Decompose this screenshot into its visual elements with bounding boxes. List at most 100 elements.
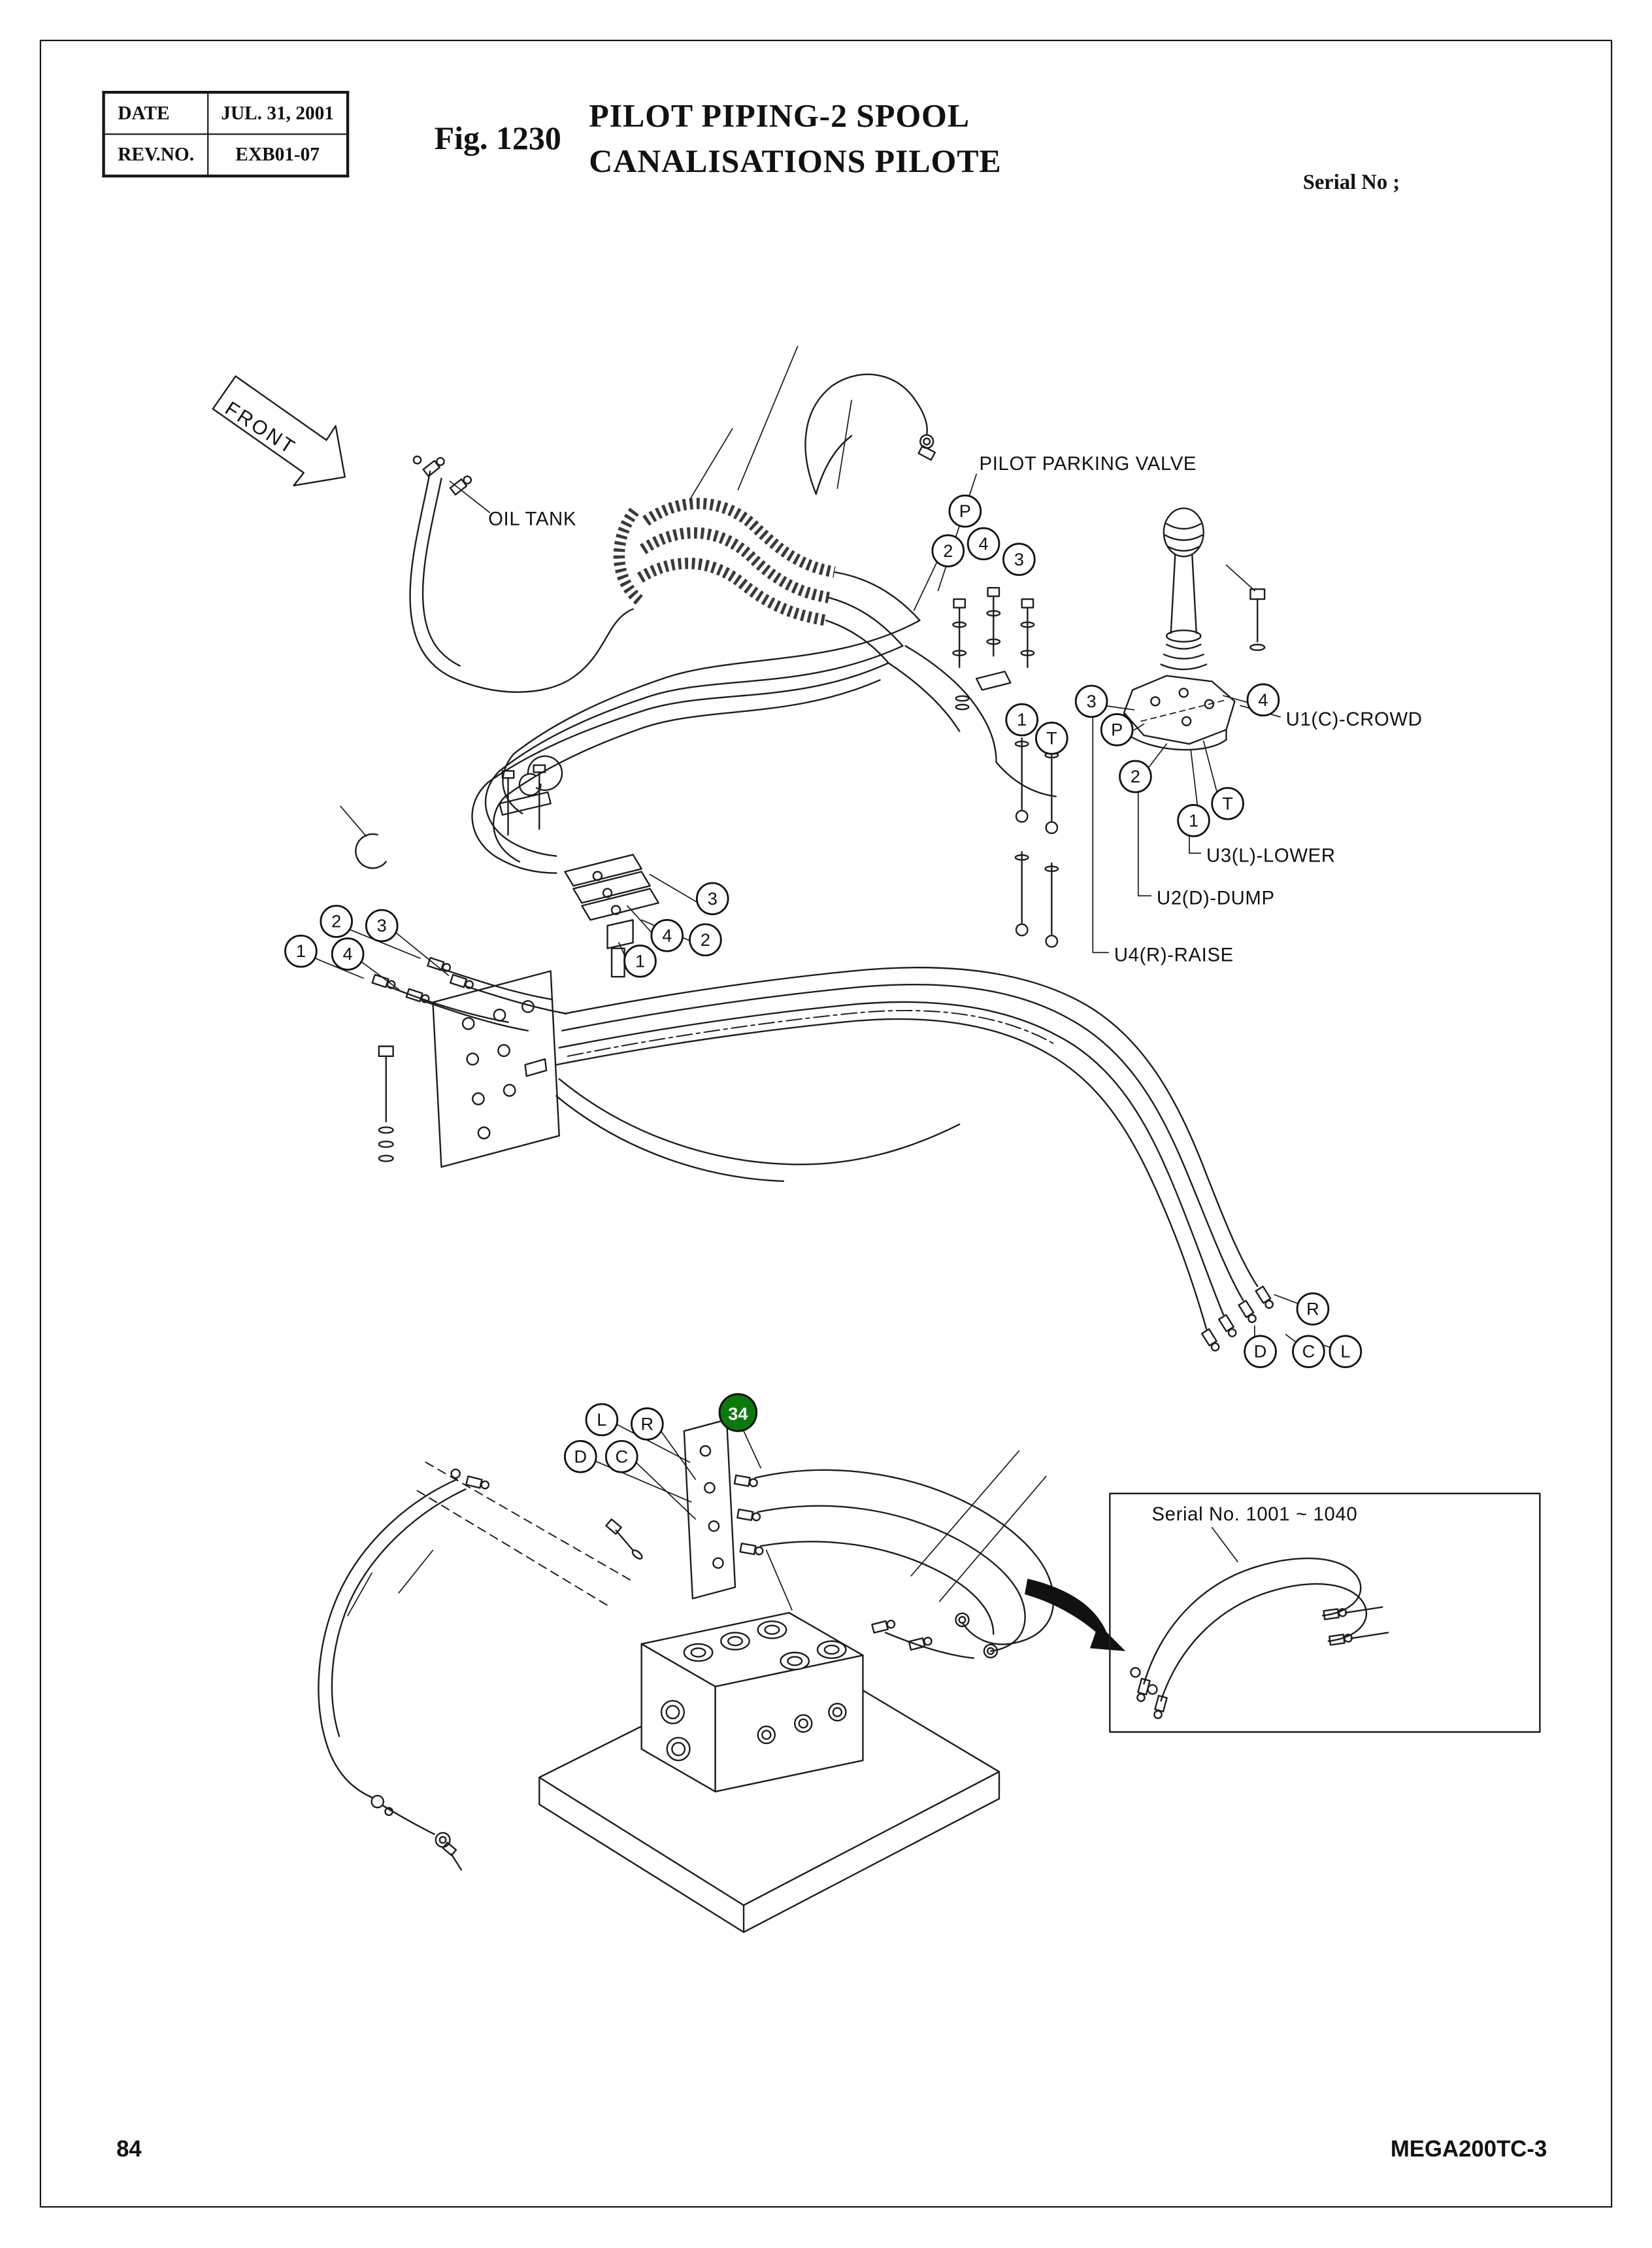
callout-1: 1	[284, 934, 318, 968]
svg-text:R: R	[1306, 1299, 1319, 1319]
callout-2: 2	[931, 534, 965, 567]
callout-D: D	[1244, 1335, 1277, 1368]
oil-tank-label: OIL TANK	[488, 509, 576, 530]
u1-crowd-label: U1(C)-CROWD	[1286, 709, 1423, 730]
doc-code: MEGA200TC-3	[1390, 2138, 1547, 2162]
top-hose	[689, 346, 936, 501]
callout-C: C	[1292, 1335, 1325, 1368]
figure-number: Fig. 1230	[434, 120, 561, 156]
mount-plate	[378, 970, 560, 1168]
joystick	[1103, 507, 1266, 810]
inset-box: Serial No. 1001 ~ 1040	[1109, 1492, 1541, 1733]
svg-text:1: 1	[1189, 810, 1198, 830]
pilot-hose-sweep	[471, 619, 921, 874]
svg-text:C: C	[615, 1446, 628, 1466]
callout-3: 3	[1002, 543, 1036, 576]
svg-text:D: D	[574, 1446, 587, 1466]
date-value: JUL. 31, 2001	[206, 92, 349, 135]
page-number: 84	[116, 2138, 142, 2162]
svg-text:2: 2	[331, 911, 341, 931]
svg-text:1: 1	[635, 950, 645, 971]
svg-text:T: T	[1222, 793, 1233, 813]
svg-text:P: P	[959, 501, 971, 521]
svg-text:3: 3	[377, 915, 387, 935]
callout-3: 3	[1074, 684, 1108, 718]
svg-text:4: 4	[979, 533, 989, 554]
callout-4: 4	[650, 918, 684, 952]
rev-value: EXB01-07	[206, 133, 349, 177]
callout-R: R	[1296, 1292, 1330, 1326]
svg-text:4: 4	[1258, 690, 1268, 710]
page-title: PILOT PIPING-2 SPOOL CANALISATIONS PILOT…	[589, 93, 1001, 184]
callout-R: R	[631, 1407, 664, 1441]
callout-4: 4	[1246, 683, 1280, 717]
title-line-fr: CANALISATIONS PILOTE	[589, 143, 1002, 179]
svg-text:1: 1	[1017, 709, 1027, 730]
title-line-en: PILOT PIPING-2 SPOOL	[589, 97, 970, 134]
u2-dump-label: U2(D)-DUMP	[1157, 887, 1275, 909]
page-border	[39, 39, 1613, 2208]
svg-text:2: 2	[943, 541, 953, 561]
svg-text:3: 3	[1014, 549, 1024, 569]
callout-1: 1	[623, 945, 657, 978]
svg-text:3: 3	[708, 888, 718, 909]
svg-text:4: 4	[343, 944, 353, 964]
callout-3: 3	[695, 882, 729, 916]
svg-text:L: L	[1340, 1341, 1350, 1362]
svg-text:P: P	[1111, 719, 1123, 739]
callout-1: 1	[1177, 804, 1210, 837]
svg-text:R: R	[641, 1413, 654, 1434]
svg-text:4: 4	[662, 925, 672, 945]
serial-note: Serial No ;	[1302, 171, 1400, 195]
parking-valve-parts	[887, 473, 1059, 948]
callout-P: P	[948, 494, 982, 528]
detail-badge-34: 34	[718, 1393, 758, 1432]
callout-T: T	[1035, 722, 1068, 755]
callout-2: 2	[320, 905, 354, 938]
callout-4: 4	[966, 527, 1000, 561]
svg-text:L: L	[597, 1409, 606, 1430]
svg-text:D: D	[1254, 1341, 1267, 1362]
pilot-manifold	[564, 854, 699, 978]
revision-table: DATE JUL. 31, 2001 REV.NO. EXB01-07	[102, 90, 350, 178]
badge-label: 34	[728, 1403, 748, 1424]
callout-4: 4	[331, 937, 365, 971]
inset-serial-label: Serial No. 1001 ~ 1040	[1151, 1503, 1357, 1525]
svg-text:T: T	[1046, 728, 1057, 748]
svg-text:1: 1	[296, 941, 306, 961]
date-label: DATE	[103, 92, 208, 135]
table-row: DATE JUL. 31, 2001	[103, 92, 349, 135]
svg-text:2: 2	[701, 930, 710, 950]
u4-raise-label: U4(R)-RAISE	[1114, 944, 1234, 965]
callout-3: 3	[365, 909, 399, 943]
main-hose-run	[555, 966, 1335, 1354]
table-row: REV.NO. EXB01-07	[103, 133, 349, 177]
callout-L: L	[1329, 1335, 1363, 1368]
callout-C: C	[604, 1439, 638, 1473]
oil-tank-piping	[409, 455, 634, 693]
bottom-bracket	[594, 1418, 761, 1600]
clamp-parts	[340, 755, 563, 869]
badge-circle	[718, 1393, 758, 1432]
control-valve	[640, 1549, 864, 1793]
inset-pointer-arrow	[1025, 1579, 1126, 1651]
left-pipe	[318, 1461, 634, 1871]
callout-L: L	[585, 1403, 619, 1437]
svg-text:C: C	[1302, 1341, 1315, 1362]
callout-2: 2	[689, 923, 722, 957]
rev-label: REV.NO.	[103, 133, 208, 177]
callout-1: 1	[1005, 703, 1039, 737]
callout-T: T	[1211, 786, 1244, 820]
front-arrow: FRONT	[212, 375, 346, 486]
u3-lower-label: U3(L)-LOWER	[1206, 845, 1336, 866]
svg-text:3: 3	[1087, 691, 1097, 711]
diagram-labels: OIL TANK PILOT PARKING VALVE U1(C)-CROWD…	[488, 453, 1423, 965]
svg-text:2: 2	[1131, 766, 1140, 786]
callout-P: P	[1100, 713, 1134, 747]
callout-2: 2	[1119, 760, 1152, 794]
left-connectors	[314, 929, 567, 1032]
